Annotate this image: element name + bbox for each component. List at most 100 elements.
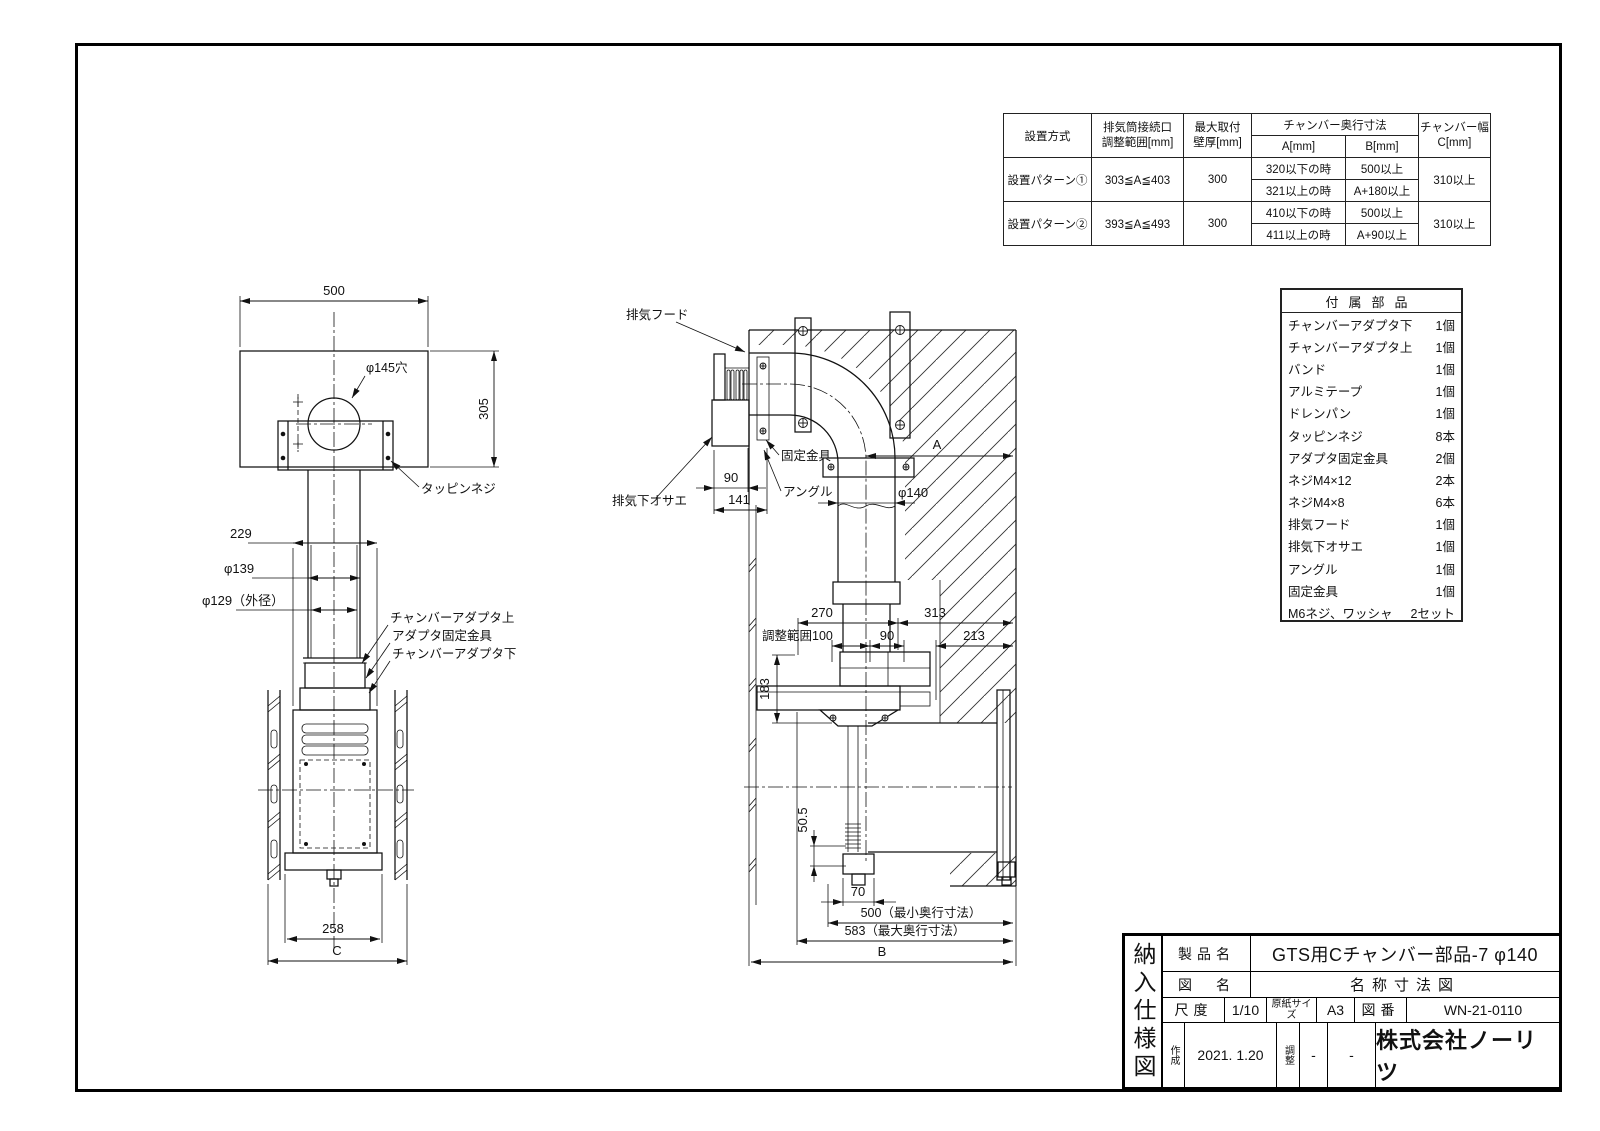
- chamber-body: [292, 709, 378, 854]
- spec-cell-width1: 310以上: [1418, 157, 1491, 202]
- chamber-adapter: [299, 657, 371, 711]
- paper-size-value: A3: [1317, 998, 1355, 1022]
- dim-phi140: φ140: [898, 485, 928, 500]
- part-qty: 1個: [1435, 362, 1455, 377]
- dim-50-5: 50.5: [795, 807, 810, 832]
- parts-table-title: 付属部品: [1282, 290, 1461, 313]
- dim-phi139: φ139: [224, 561, 254, 576]
- exhaust-hood: [711, 353, 750, 447]
- spec-cell-case: 320以下の時: [1251, 157, 1346, 180]
- spec-header-method: 設置方式: [1003, 113, 1092, 158]
- side-view: 排気フード 排気下オサエ: [612, 307, 1017, 966]
- dim-583-max: 583（最大奥行寸法）: [845, 924, 966, 938]
- hood-holder-label: 排気下オサエ: [612, 493, 687, 508]
- adapter-upper-label: チャンバーアダプタ上: [390, 610, 514, 625]
- part-name: タッピンネジ: [1288, 429, 1363, 444]
- spec-header-wall-line1: 最大取付: [1194, 121, 1241, 134]
- part-name: 固定金具: [1288, 584, 1339, 599]
- dim-90: 90: [880, 628, 894, 643]
- part-name: ドレンパン: [1288, 407, 1352, 422]
- spec-cell-width2: 310以上: [1418, 201, 1491, 246]
- spec-cell-b: A+90以上: [1345, 223, 1419, 246]
- part-qty: 1個: [1435, 385, 1455, 400]
- created-date: 2021. 1.20: [1185, 1022, 1277, 1087]
- part-qty: 1個: [1435, 518, 1455, 533]
- dim-b: B: [878, 944, 887, 959]
- spec-cell-range1: 303≦A≦403: [1091, 157, 1184, 202]
- part-name: アングル: [1288, 562, 1338, 577]
- spec-header-duct-line1: 排気筒接続口: [1103, 121, 1172, 134]
- adjust-value: -: [1300, 1022, 1328, 1087]
- chamber-base: [284, 852, 383, 887]
- wall-studs: [267, 690, 408, 881]
- spec-header-width-line1: チャンバー幅: [1420, 121, 1489, 134]
- adapter-bracket: [277, 420, 394, 471]
- wall-plate: [239, 350, 429, 468]
- exterior-wall: [748, 330, 757, 905]
- drawing-number-label: 図番: [1355, 998, 1407, 1022]
- dim-a: A: [933, 437, 942, 452]
- drawing-name: 名称寸法図: [1349, 977, 1460, 995]
- heater-duct: [868, 689, 1016, 886]
- dim-70: 70: [851, 884, 865, 899]
- parts-row: M6ネジ、ワッシャ 2セット: [1282, 601, 1461, 623]
- title-block-doc-type: 納入仕様図: [1125, 936, 1163, 1087]
- title-block: 納入仕様図 製品名 GTS用Cチャンバー部品-7 φ140 図 名 名称寸法図 …: [1122, 933, 1562, 1090]
- dim-adjust-100: 調整範囲100: [762, 628, 833, 643]
- spec-cell-b: 500以上: [1345, 201, 1419, 224]
- part-qty: 8本: [1435, 429, 1455, 444]
- spec-cell-wall2: 300: [1183, 201, 1252, 246]
- part-qty: 1個: [1435, 340, 1455, 355]
- spec-cell-b: 500以上: [1345, 157, 1419, 180]
- dim-500-min: 500（最小奥行寸法）: [861, 906, 982, 920]
- tapping-label: タッピンネジ: [421, 482, 496, 496]
- dim-313: 313: [924, 605, 946, 620]
- dim-183: 183: [757, 678, 772, 700]
- part-qty: 2本: [1435, 473, 1455, 488]
- parts-row: アングル 1個: [1282, 557, 1461, 579]
- part-qty: 1個: [1435, 584, 1455, 599]
- part-qty: 1個: [1435, 562, 1455, 577]
- drawing-name-label: 図 名: [1163, 972, 1251, 998]
- part-qty: 2個: [1435, 451, 1455, 466]
- adapter-lower-label: チャンバーアダプタ下: [392, 646, 516, 661]
- scale-value: 1/10: [1225, 998, 1267, 1022]
- product-name-label: 製品名: [1163, 936, 1251, 972]
- hood-label: 排気フード: [626, 307, 689, 322]
- part-name: ネジM4×8: [1288, 496, 1345, 511]
- part-name: 排気下オサエ: [1288, 540, 1364, 555]
- spec-cell-range2: 393≦A≦493: [1091, 201, 1184, 246]
- part-name: アルミテープ: [1288, 385, 1363, 400]
- part-name: 排気フード: [1288, 518, 1351, 533]
- dim-phi129: φ129（外径）: [202, 593, 284, 608]
- dim-213: 213: [963, 628, 985, 643]
- dim-c: C: [332, 943, 341, 958]
- hole-145: [307, 397, 361, 451]
- parts-row: 排気フード 1個: [1282, 513, 1461, 535]
- parts-row: アルミテープ 1個: [1282, 380, 1461, 402]
- angle-label: アングル: [783, 485, 833, 499]
- spec-table: 設置方式 排気筒接続口 調整範囲[mm] 最大取付 壁厚[mm] チャンバー奥行…: [1003, 113, 1491, 246]
- dim-141: 141: [728, 492, 750, 507]
- extra-value: -: [1328, 1022, 1376, 1087]
- spec-header-wall-line2: 壁厚[mm]: [1193, 136, 1242, 149]
- drawing-number: WN-21-0110: [1443, 1002, 1523, 1019]
- adapter-bracket-label: アダプタ固定金具: [392, 628, 493, 643]
- part-name: M6ネジ、ワッシャ: [1288, 607, 1393, 622]
- front-view: 500 305 φ145穴 タッピンネジ: [202, 283, 516, 965]
- part-name: チャンバーアダプタ下: [1288, 318, 1413, 333]
- created-label: 作成: [1163, 1022, 1185, 1087]
- scale-label: 尺度: [1163, 998, 1225, 1022]
- parts-row: 固定金具 1個: [1282, 579, 1461, 601]
- dim-305: 305: [476, 398, 491, 420]
- part-qty: 2セット: [1410, 607, 1455, 622]
- spec-cell-case: 321以上の時: [1251, 179, 1346, 202]
- spec-cell-case: 410以下の時: [1251, 201, 1346, 224]
- product-name: GTS用Cチャンバー部品-7 φ140: [1271, 944, 1539, 965]
